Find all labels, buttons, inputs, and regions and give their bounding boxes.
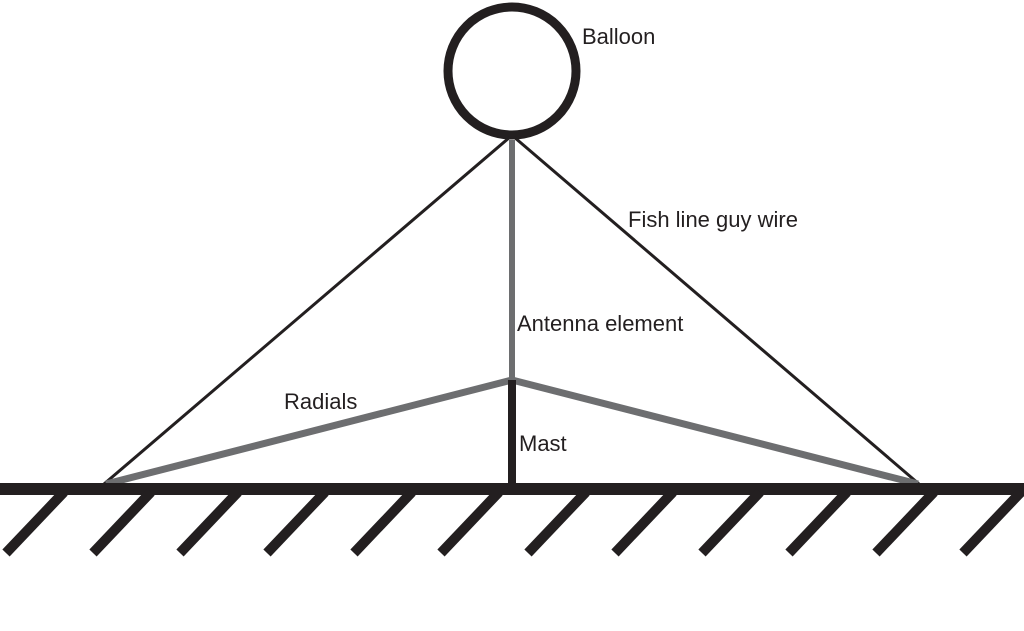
ground-hatch-mark: [176, 488, 242, 557]
ground-hatch-mark: [263, 488, 329, 557]
ground-hatch-mark: [89, 488, 155, 557]
guy-wire-left: [103, 135, 511, 486]
ground-hatch-mark: [524, 488, 590, 557]
radial-left: [105, 376, 513, 488]
ground-hatching: [2, 488, 1024, 557]
mast-label: Mast: [519, 431, 567, 456]
ground-hatch-mark: [872, 488, 938, 557]
ground-hatch-mark: [350, 488, 416, 557]
ground-line: [0, 483, 1024, 495]
balloon-label: Balloon: [582, 24, 656, 49]
guy-wire-label: Fish line guy wire: [628, 207, 798, 232]
guy-wire-right: [513, 135, 920, 486]
ground-hatch-mark: [959, 488, 1024, 557]
ground-hatch-mark: [2, 488, 68, 557]
ground-hatch-mark: [785, 488, 851, 557]
ground-hatch-mark: [698, 488, 764, 557]
balloon-shape: [443, 2, 581, 140]
radials-label: Radials: [284, 389, 358, 414]
ground-hatch-mark: [611, 488, 677, 557]
antenna-element-label: Antenna element: [517, 311, 684, 336]
ground-hatch-mark: [437, 488, 503, 557]
radial-right: [511, 376, 919, 488]
